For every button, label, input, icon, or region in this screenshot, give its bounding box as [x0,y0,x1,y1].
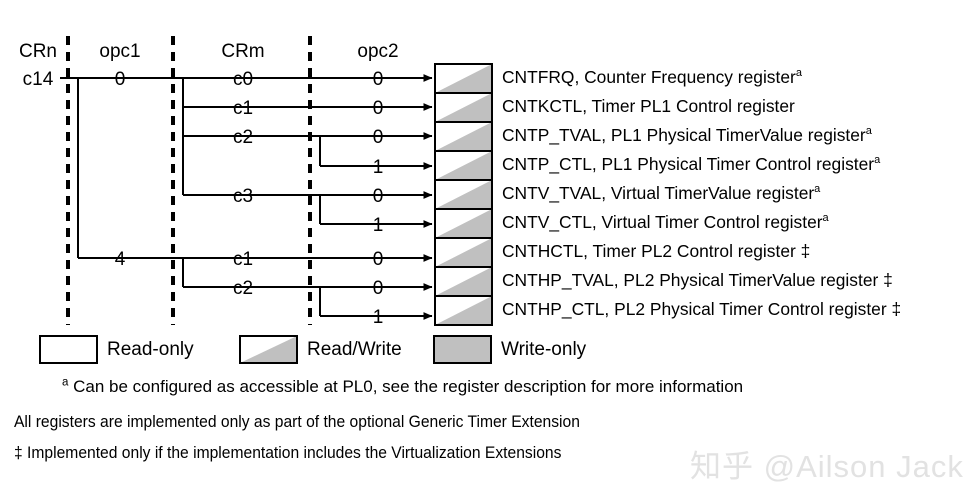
register-footnote-3: a [865,125,872,138]
register-box-8 [434,266,493,297]
register-label-3: CNTP_TVAL, PL1 Physical TimerValue regis… [502,125,872,145]
note-virtualization: ‡ Implemented only if the implementation… [14,443,562,462]
register-label-5: CNTV_TVAL, Virtual TimerValue registera [502,183,821,203]
footnote-a-text: Can be configured as accessible at PL0, … [73,377,744,396]
crm-value-c1-a: c1 [233,98,253,119]
crm-value-c2-a: c2 [233,127,253,148]
opc2-value-row-3: 0 [373,127,384,148]
register-name-4: CNTP_CTL, PL1 Physical Timer Control reg… [502,154,875,174]
register-name-5: CNTV_TVAL, Virtual TimerValue register [502,183,815,203]
register-footnote-7: ‡ [800,241,811,261]
register-footnote-9: ‡ [891,299,902,319]
register-name-9: CNTHP_CTL, PL2 Physical Timer Control re… [502,299,887,319]
register-name-7: CNTHCTL, Timer PL2 Control register [502,241,796,261]
opc2-value-row-5: 0 [373,186,384,207]
register-name-3: CNTP_TVAL, PL1 Physical TimerValue regis… [502,125,866,145]
register-box-5 [434,179,493,210]
footnote-a-marker: a [62,376,69,389]
column-header-crm: CRm [221,41,264,62]
register-footnote-1: a [795,67,802,80]
register-label-7: CNTHCTL, Timer PL2 Control register ‡ [502,241,811,261]
register-footnote-8: ‡ [883,270,893,290]
register-footnote-6: a [822,212,829,225]
opc2-value-row-1: 0 [373,69,384,90]
crm-value-c1-b: c1 [233,249,253,270]
legend-swatch-write-only [433,335,492,364]
register-label-2: CNTKCTL, Timer PL1 Control register [502,96,795,116]
register-box-3 [434,121,493,152]
opc2-value-row-4: 1 [373,157,384,178]
register-footnote-4: a [874,154,881,167]
register-box-1 [434,63,493,94]
register-name-8: CNTHP_TVAL, PL2 Physical TimerValue regi… [502,270,879,290]
register-box-7 [434,237,493,268]
register-box-6 [434,208,493,239]
register-name-2: CNTKCTL, Timer PL1 Control register [502,96,795,116]
register-box-2 [434,92,493,123]
watermark: 知乎 @Ailson Jack [690,449,964,484]
legend-label-read-only: Read-only [107,339,194,360]
register-name-1: CNTFRQ, Counter Frequency register [502,67,796,87]
legend-swatch-read-write [239,335,298,364]
crm-value-c3: c3 [233,186,253,207]
opc2-value-row-6: 1 [373,215,384,236]
crn-value: c14 [23,69,54,90]
legend-swatch-read-only [39,335,98,364]
register-box-stack [434,63,493,326]
register-box-9 [434,295,493,326]
legend-label-read-write: Read/Write [307,339,402,360]
register-label-8: CNTHP_TVAL, PL2 Physical TimerValue regi… [502,270,893,290]
column-header-opc2: opc2 [357,41,398,62]
opc1-value-4: 4 [115,249,126,270]
register-label-6: CNTV_CTL, Virtual Timer Control register… [502,212,829,232]
opc2-value-row-2: 0 [373,98,384,119]
opc2-value-row-9: 1 [373,307,384,328]
register-footnote-5: a [814,183,821,196]
opc2-value-row-7: 0 [373,249,384,270]
register-box-4 [434,150,493,181]
register-label-4: CNTP_CTL, PL1 Physical Timer Control reg… [502,154,881,174]
crm-value-c2-b: c2 [233,278,253,299]
note-all-registers: All registers are implemented only as pa… [14,412,580,431]
column-header-crn: CRn [19,41,57,62]
opc1-value-0: 0 [115,69,126,90]
footnote-a-line: a Can be configured as accessible at PL0… [62,377,743,397]
crm-value-c0: c0 [233,69,253,90]
register-label-1: CNTFRQ, Counter Frequency registera [502,67,802,87]
column-header-opc1: opc1 [99,41,140,62]
opc2-value-row-8: 0 [373,278,384,299]
register-label-9: CNTHP_CTL, PL2 Physical Timer Control re… [502,299,902,319]
register-name-6: CNTV_CTL, Virtual Timer Control register [502,212,823,232]
legend-label-write-only: Write-only [501,339,587,360]
